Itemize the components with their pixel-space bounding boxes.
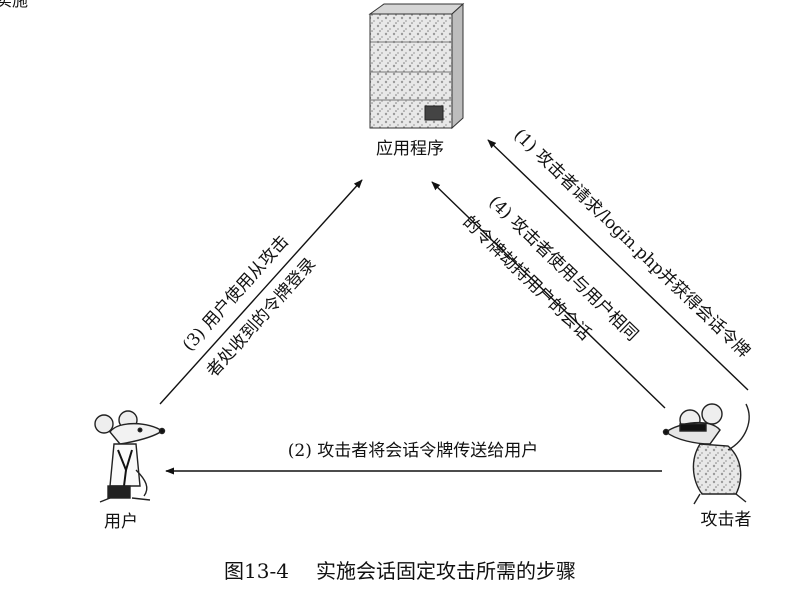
figure-number: 图13-4: [224, 559, 289, 583]
server-tower-icon: [368, 2, 465, 130]
mouse-user-icon: [94, 410, 166, 503]
corner-text-fragment: 的实施: [0, 0, 28, 10]
edge-step1: [487, 139, 749, 391]
edge-step2-label: (2) 攻击者将会话令牌传送给用户: [288, 441, 538, 461]
attacker-label: 攻击者: [701, 510, 752, 530]
edge-step4: [431, 181, 666, 409]
figure-title: 实施会话固定攻击所需的步骤: [316, 559, 576, 583]
masked-mouse-attacker-icon: [662, 403, 750, 505]
edge-step3: [159, 179, 363, 405]
user-label: 用户: [104, 512, 138, 532]
server-label: 应用程序: [376, 139, 444, 159]
